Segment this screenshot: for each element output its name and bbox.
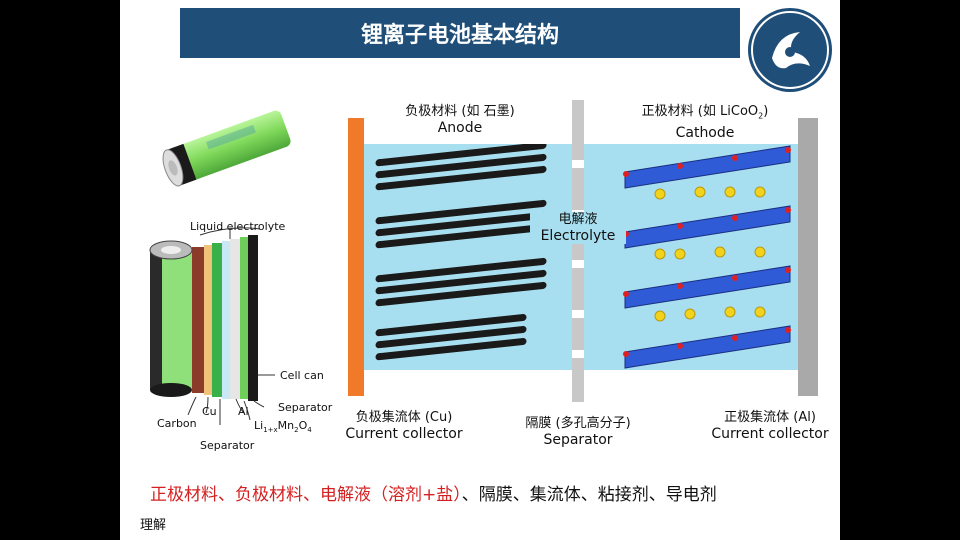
anode-graphite-layers (375, 144, 547, 361)
positive-current-collector (798, 118, 818, 396)
callout-lines (187, 374, 275, 425)
note-text: 理解 (140, 518, 167, 533)
cell-can-label: Cell can (280, 369, 324, 382)
electrolyte-bracket (199, 227, 261, 236)
title-bar: 锂离子电池基本结构 (180, 8, 740, 58)
summary-black-part: 、隔膜、集流体、粘接剂、导电剂 (461, 485, 717, 505)
cu-label: Cu (202, 405, 217, 418)
cathode-label: 正极材料 (如 LiCoO2) Cathode (641, 104, 769, 141)
negative-current-collector (348, 118, 364, 396)
electrolyte-label: 电解液 Electrolyte (530, 212, 626, 244)
anode-label: 负极材料 (如 石墨) Anode (405, 104, 515, 136)
summary-red-part: 正极材料、负极材料、电解液（溶剂+盐） (150, 485, 462, 505)
components-summary: 正极材料、负极材料、电解液（溶剂+盐）、隔膜、集流体、粘接剂、导电剂 (150, 480, 717, 505)
slide-title: 锂离子电池基本结构 (360, 23, 559, 48)
cathode-formula-label: Li1+xMn2O4 (254, 419, 312, 435)
separator-membrane (572, 100, 584, 402)
carbon-label: Carbon (157, 417, 197, 430)
separator-label: 隔膜 (多孔高分子) Separator (525, 416, 631, 448)
separator-top-label: Separator (278, 401, 333, 414)
cell-cross-section (149, 227, 275, 425)
al-label: Al (238, 405, 249, 418)
cathode-layers (623, 145, 791, 369)
separator-bottom-label: Separator (200, 439, 255, 452)
cell-body (149, 235, 258, 401)
positive-collector-label: 正极集流体 (Al) Current collector (711, 410, 829, 442)
negative-collector-label: 负极集流体 (Cu) Current collector (345, 410, 463, 442)
logo-emblem-icon (751, 11, 829, 89)
liquid-electrolyte-label: Liquid electrolyte (190, 220, 286, 233)
university-logo (748, 8, 832, 92)
slide: 锂离子电池基本结构 (120, 0, 840, 540)
battery-photo (162, 110, 291, 187)
